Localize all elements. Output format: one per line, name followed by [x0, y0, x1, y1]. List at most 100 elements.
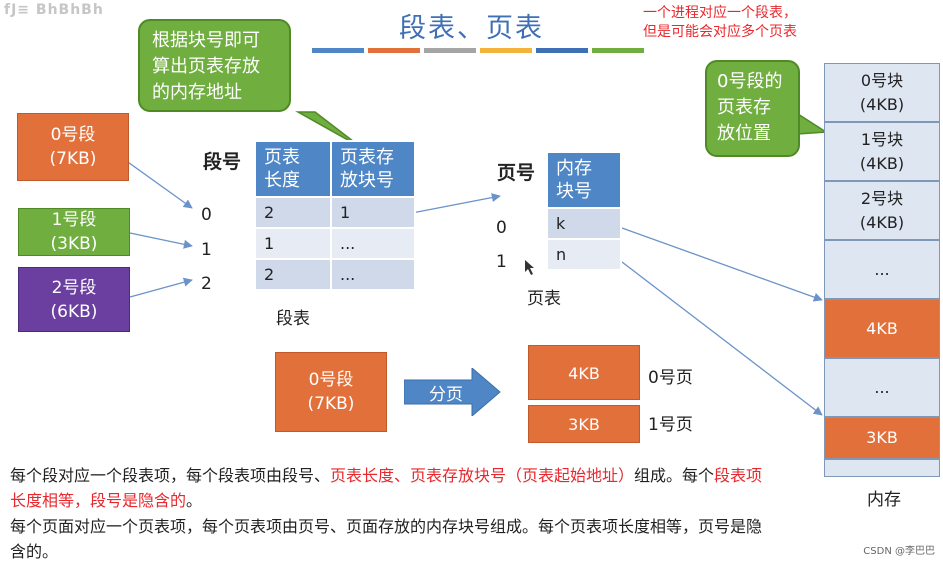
memory-block: 4KB [824, 299, 940, 358]
callout-block-number-hint: 根据块号即可 算出页表存放 的内存地址 [138, 19, 291, 112]
callout-line: 0号段的 [717, 71, 783, 92]
page-box: 4KB [528, 345, 640, 400]
memory-block: ... [824, 240, 940, 299]
callout-line: 页表存 [717, 97, 771, 118]
slide-title: 段表、页表 [399, 13, 544, 44]
text-span: 。 [186, 491, 203, 510]
title-bar [424, 48, 476, 53]
memory-block-label: 3KB [866, 428, 898, 447]
watermark: CSDN @李巴巴 [863, 546, 935, 557]
table-cell: 1 [254, 227, 332, 260]
table-row: 1 ... [254, 227, 416, 260]
page-index: 1 [496, 252, 507, 272]
memory-block: 3KB [824, 417, 940, 459]
segment-name: 0号段 [308, 370, 354, 390]
memory-block-label: ... [874, 377, 890, 397]
table-row: n [546, 238, 622, 271]
segment-name: 1号段 [51, 210, 97, 230]
segment-size: (7KB) [307, 394, 355, 414]
explanation-paragraph-page: 每个页面对应一个页表项，每个页表项由页号、页面存放的内存块号组成。每个页表项长度… [10, 517, 763, 561]
memory-block-size: (4KB) [859, 94, 905, 114]
callout-page-table-location: 0号段的 页表存 放位置 [705, 60, 800, 157]
segment-index: 0 [201, 205, 212, 225]
callout-right-tail [797, 112, 829, 135]
title-underline-bars [312, 48, 644, 53]
page-table-caption: 页表 [527, 289, 561, 309]
table-row: k [546, 207, 622, 240]
memory-block: ... [824, 358, 940, 417]
page-label: 0号页 [648, 368, 693, 388]
segment-size: (6KB) [50, 301, 98, 322]
segment-table-caption: 段表 [276, 309, 310, 329]
callout-left-tail [295, 111, 363, 149]
paging-arrow-label: 分页 [429, 385, 463, 405]
callout-line: 算出页表存放 [152, 56, 260, 77]
segment-box: 0号段 (7KB) [17, 113, 129, 181]
callout-line: 的内存地址 [152, 82, 242, 103]
callout-line: 放位置 [717, 123, 771, 144]
table-cell: 1 [330, 196, 416, 229]
red-annotation-line: 但是可能会对应多个页表 [643, 24, 797, 40]
page-table: 内存块号 k n [546, 151, 622, 271]
memory-block-label: 2号块 [860, 188, 904, 208]
title-bar [480, 48, 532, 53]
highlight-span: 页表长度、页表存放块号（页表起始地址） [330, 466, 635, 485]
page-number-header: 页号 [497, 162, 536, 184]
segment-index: 1 [201, 240, 212, 260]
memory-block-label: 4KB [866, 318, 898, 338]
paging-segment-box: 0号段 (7KB) [275, 352, 387, 432]
table-cell: n [546, 238, 622, 271]
segment-table: 页表长度 页表存放块号 2 1 1 ... 2 ... [254, 140, 416, 291]
segment-name: 2号段 [51, 277, 97, 298]
mouse-cursor-icon [525, 260, 534, 275]
table-cell: 2 [254, 196, 332, 229]
memory-block-label: 1号块 [860, 129, 904, 149]
text-span: 每个段对应一个段表项，每个段表项由段号、 [10, 466, 331, 485]
segment-size: (3KB) [50, 234, 98, 254]
segment-box: 1号段 (3KB) [18, 208, 130, 256]
memory-block-label: ... [874, 259, 890, 279]
title-bar [536, 48, 588, 53]
app-logo: fJ≡ BhBhBh [4, 2, 104, 18]
table-cell: ... [330, 258, 416, 291]
arrow-page0-to-memory [621, 227, 823, 302]
segment-table-header-length: 页表长度 [254, 140, 332, 198]
segment-size: (7KB) [49, 149, 97, 169]
segment-number-header: 段号 [203, 151, 242, 173]
explanation-paragraph-segment: 每个段对应一个段表项，每个段表项由段号、页表长度、页表存放块号（页表起始地址）组… [10, 463, 770, 513]
highlight-span: 段表项长度相等，段号是隐含的 [10, 466, 763, 510]
segment-index: 2 [201, 274, 212, 294]
arrow-seg1-to-index1 [129, 232, 193, 249]
memory-block: 2号块 (4KB) [824, 181, 940, 240]
segment-box: 2号段 (6KB) [18, 267, 130, 332]
table-cell: 2 [254, 258, 332, 291]
table-cell: ... [330, 227, 416, 260]
segment-table-header-block: 页表存放块号 [330, 140, 416, 198]
memory-block-size: (4KB) [859, 153, 905, 173]
red-annotation: 一个进程对应一个段表， 但是可能会对应多个页表 [643, 4, 797, 42]
segment-name: 0号段 [50, 125, 96, 145]
arrow-segtable-to-pagetable [411, 193, 501, 214]
text-span: 组成。每个 [634, 466, 715, 485]
page-table-header-block: 内存块号 [546, 151, 622, 209]
red-annotation-line: 一个进程对应一个段表， [643, 5, 797, 21]
title-bar [312, 48, 364, 53]
paging-arrow-icon [404, 368, 501, 416]
table-cell: k [546, 207, 622, 240]
table-row: 2 1 [254, 196, 416, 229]
table-row: 2 ... [254, 258, 416, 291]
memory-block: 0号块 (4KB) [824, 63, 940, 122]
memory-block: 1号块 (4KB) [824, 122, 940, 181]
arrow-seg2-to-index2 [129, 277, 193, 298]
page-label: 1号页 [648, 415, 693, 435]
arrow-page1-to-memory [621, 261, 823, 416]
page-box: 3KB [528, 405, 640, 443]
memory-block-size: (4KB) [859, 212, 905, 232]
page-index: 0 [496, 218, 507, 238]
callout-line: 根据块号即可 [152, 30, 260, 51]
title-bar [368, 48, 420, 53]
title-bar [592, 48, 644, 53]
arrow-seg0-to-index0 [124, 159, 193, 209]
memory-block-label: 0号块 [860, 70, 904, 90]
